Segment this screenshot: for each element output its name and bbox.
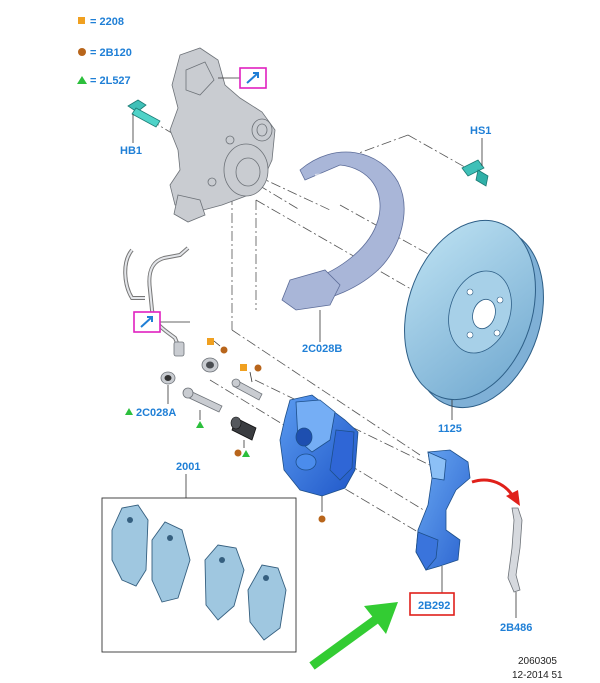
pad-kit-frame <box>101 497 297 653</box>
legend: = 2208 = 2B120 = 2L527 <box>77 16 132 87</box>
note-knuckle <box>218 67 267 89</box>
green-pointer-arrow-icon <box>309 602 398 670</box>
shield-screw-hs1: HS1 <box>461 125 491 187</box>
note-arrow-icon <box>246 72 259 84</box>
callout-2c028a: 2C028A <box>136 407 176 419</box>
brake-disc: 1125 <box>404 219 544 435</box>
legend-item-2b120: = 2B120 <box>90 47 132 59</box>
callout-1125: 1125 <box>438 423 462 435</box>
highlight-box-2b292 <box>409 592 455 616</box>
legend-item-2l527: = 2L527 <box>90 75 131 87</box>
circle-marker-icon <box>78 48 86 56</box>
footer: 2060305 12-2014 51 <box>512 656 563 681</box>
callout-2c028b: 2C028B <box>302 343 342 355</box>
note-hose <box>133 311 190 333</box>
spring-clip: 2B486 <box>500 507 532 634</box>
brake-hose <box>123 246 190 357</box>
callout-hb1: HB1 <box>120 145 142 157</box>
footer-date: 12-2014 51 <box>512 670 563 681</box>
steering-knuckle <box>169 47 276 223</box>
note-arrow-icon <box>140 316 153 328</box>
triangle-marker-icon <box>77 76 87 84</box>
legend-item-2208: = 2208 <box>90 16 124 28</box>
guide-pin-bushings: 2C028A <box>125 338 263 457</box>
callout-2001: 2001 <box>176 461 200 473</box>
callout-2b486: 2B486 <box>500 622 532 634</box>
pad-kit: 2001 <box>101 461 297 653</box>
red-curved-arrow-icon <box>471 478 520 506</box>
hub-bolt-hb1: HB1 <box>120 99 161 157</box>
brake-caliper <box>279 394 359 523</box>
footer-code: 2060305 <box>518 656 557 667</box>
square-marker-icon <box>78 17 85 24</box>
dust-shield: 2C028B <box>281 151 405 355</box>
callout-2b292: 2B292 <box>418 600 450 612</box>
caliper-bracket: 2B292 <box>409 449 471 616</box>
callout-hs1: HS1 <box>470 125 491 137</box>
